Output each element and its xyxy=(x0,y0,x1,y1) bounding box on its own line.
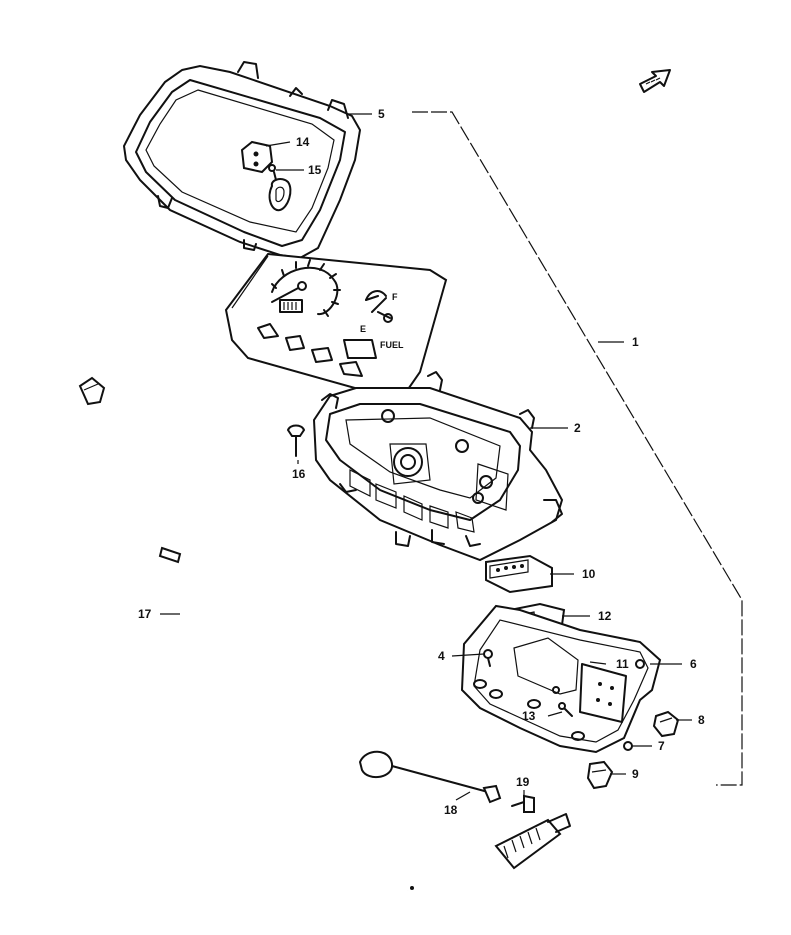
part-2-meter-case xyxy=(312,371,564,562)
callout-10: 10 xyxy=(582,567,596,581)
leader-lines xyxy=(160,113,692,801)
part-17-speedometer-cable xyxy=(78,376,571,892)
gauge-face-plate: F E FUEL xyxy=(224,252,448,397)
callout-17: 17 xyxy=(138,607,152,621)
callout-8: 8 xyxy=(698,713,705,727)
callout-18: 18 xyxy=(444,803,458,817)
callout-1: 1 xyxy=(632,335,639,349)
part-6-circuit-plate xyxy=(460,604,662,754)
callout-15: 15 xyxy=(308,163,322,177)
part-13-screw xyxy=(558,702,573,717)
fuel-empty-label: E xyxy=(360,324,366,334)
callout-9: 9 xyxy=(632,767,639,781)
callout-6: 6 xyxy=(690,657,697,671)
callout-19: 19 xyxy=(516,775,530,789)
part-15-knob-cap xyxy=(268,164,292,212)
part-10-connector xyxy=(485,554,553,594)
callout-11: 11 xyxy=(616,657,629,671)
callout-16: 16 xyxy=(292,467,306,481)
part-16-screw xyxy=(286,424,306,457)
part-7-nut xyxy=(623,741,633,751)
part-18-wire-ring xyxy=(359,750,502,804)
callout-labels: 1 2 4 5 6 7 8 9 10 11 12 13 14 15 16 17 … xyxy=(138,107,705,817)
callout-13: 13 xyxy=(522,709,536,723)
part-19-screw xyxy=(511,794,535,813)
front-direction-arrow-icon xyxy=(639,69,671,93)
assembly-bracket-1 xyxy=(412,111,743,786)
callout-4: 4 xyxy=(438,649,445,663)
callout-12: 12 xyxy=(598,609,612,623)
callout-5: 5 xyxy=(378,107,385,121)
part-9-bulb-socket xyxy=(586,760,614,790)
callout-14: 14 xyxy=(296,135,310,149)
part-5-meter-cover xyxy=(122,61,362,260)
callout-2: 2 xyxy=(574,421,581,435)
part-8-bulb-socket xyxy=(652,710,680,738)
fuel-full-label: F xyxy=(392,292,398,302)
fuel-label: FUEL xyxy=(380,340,404,350)
part-14-knob xyxy=(240,140,274,174)
callout-7: 7 xyxy=(658,739,665,753)
